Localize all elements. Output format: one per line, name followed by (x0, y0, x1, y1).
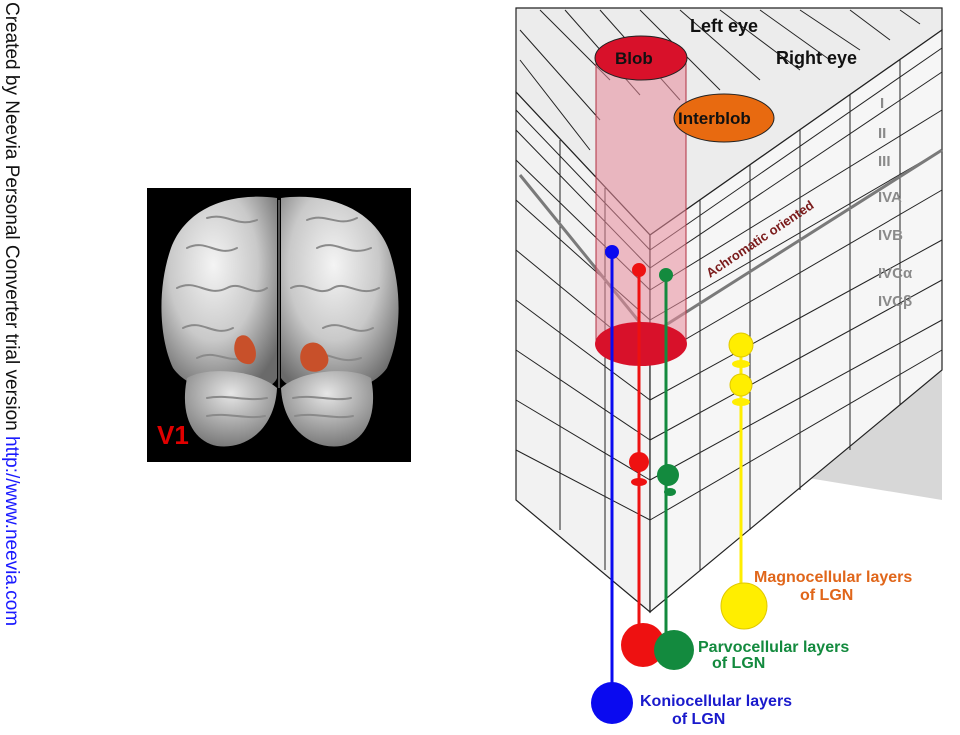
brain-photo: V1 (147, 188, 411, 462)
block-side-face (649, 28, 943, 614)
parvo-red-terminal (632, 263, 646, 277)
interblob-ellipse (673, 93, 775, 143)
konio-terminal (605, 245, 619, 259)
konio-label-line2: of LGN (672, 711, 725, 728)
parvo-red-cell-body (621, 623, 665, 667)
magno-terminal-2 (732, 360, 750, 368)
magno-label-line2: of LGN (800, 587, 853, 604)
layer-label-ivb: IVB (878, 227, 903, 244)
right-eye-label: Right eye (776, 48, 857, 68)
left-eye-label: Left eye (690, 16, 758, 36)
v1-label: V1 (157, 420, 189, 450)
layer-lines (515, 47, 943, 570)
magno-terminal-4 (732, 398, 750, 406)
magno-terminal-1 (728, 332, 754, 358)
layer-label-iii: III (878, 153, 891, 170)
magno-label-line1: Magnocellular layers (754, 569, 912, 586)
parvo-label-line1: Parvocellular layers (698, 639, 849, 656)
interblob-label: Interblob (678, 109, 751, 128)
parvo-label-line2: of LGN (712, 655, 765, 672)
layer-label-iva: IVA (878, 189, 902, 206)
konio-label-line1: Koniocellular layers (640, 693, 792, 710)
parvo-red-node (629, 452, 649, 472)
parvo-green-node (657, 464, 679, 486)
parvo-green-node-small (664, 488, 676, 496)
magno-cell-body (720, 582, 768, 630)
layer-label-i: I (880, 95, 884, 112)
parvo-green-cell-body (654, 630, 694, 670)
magno-terminal-3 (729, 373, 753, 397)
blob-top (594, 35, 688, 81)
layer-label-ivca: IVCα (878, 265, 913, 282)
layer-label-ii: II (878, 125, 886, 142)
layer-label-ivcb: IVCβ (878, 293, 912, 310)
parvo-red-node-small (631, 478, 647, 486)
blob-column (596, 58, 686, 344)
konio-cell-body (591, 682, 633, 724)
brain-illustration (161, 196, 399, 447)
blob-bottom (595, 322, 687, 366)
parvo-green-terminal (659, 268, 673, 282)
blob-label: Blob (615, 49, 653, 68)
